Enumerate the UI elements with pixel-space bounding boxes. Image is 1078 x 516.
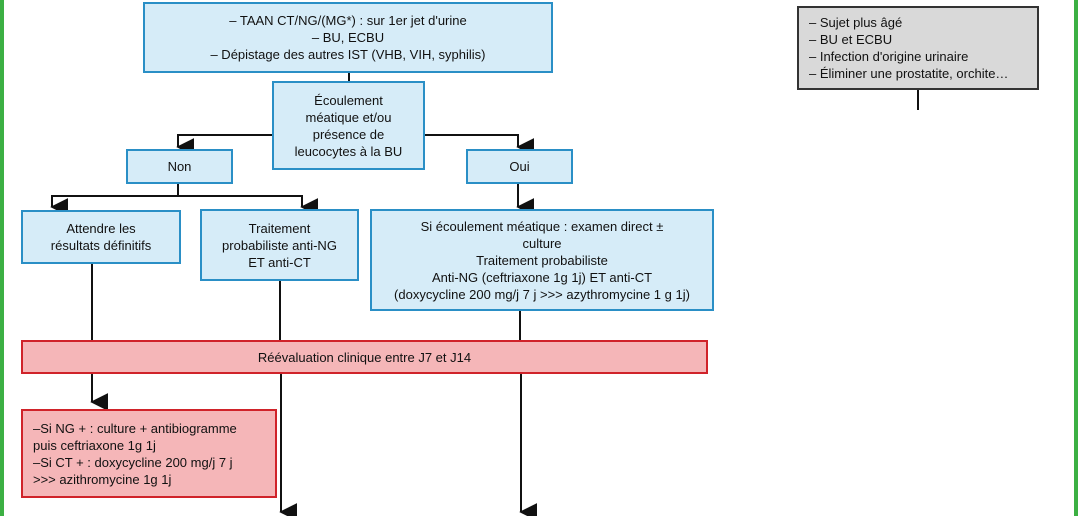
probabilistic-treatment-line: probabiliste anti-NG — [222, 237, 337, 253]
older-subject-line: – Sujet plus âgé — [809, 15, 903, 30]
probabilistic-treatment-line: Traitement — [248, 220, 311, 236]
connector-question-to-yes — [425, 134, 535, 156]
connector-question-to-no — [176, 134, 272, 156]
older-subject-line: – Éliminer une prostatite, orchite… — [809, 66, 1009, 81]
yes-treatment-line: Anti-NG (ceftriaxone 1g 1j) ET anti-CT — [431, 269, 653, 285]
discharge-question-line: présence de — [312, 126, 385, 142]
results-treatment-line: –Si NG + : culture + antibiogramme — [33, 420, 237, 436]
no-branch-label: Non — [167, 159, 192, 174]
results-treatment-line: –Si CT + : doxycycline 200 mg/j 7 j — [33, 454, 233, 470]
discharge-question-line: Écoulement — [314, 92, 383, 108]
yes-treatment-line: Traitement probabiliste — [476, 252, 608, 268]
reevaluation-label: Réévaluation clinique entre J7 et J14 — [257, 349, 472, 365]
initial-tests-box: – TAAN CT/NG/(MG*) : sur 1er jet d'urine… — [143, 2, 553, 73]
wait-results-line: Attendre les — [66, 221, 136, 236]
initial-tests-line: – Dépistage des autres IST (VHB, VIH, sy… — [210, 47, 486, 62]
right-frame-border — [1074, 0, 1078, 516]
no-branch-box: Non — [126, 149, 233, 184]
discharge-question-line: méatique et/ou — [305, 109, 392, 125]
connector-no-to-treatment — [178, 195, 319, 216]
left-frame-border — [0, 0, 4, 516]
yes-treatment-line: Si écoulement méatique : examen direct ± — [420, 218, 664, 234]
discharge-question-line: leucocytes à la BU — [294, 143, 403, 159]
discharge-question-box: Écoulement méatique et/ou présence de le… — [272, 81, 425, 170]
yes-branch-label: Oui — [509, 159, 530, 174]
older-subject-line: – BU et ECBU — [809, 32, 893, 47]
probabilistic-treatment-box: Traitement probabiliste anti-NG ET anti-… — [200, 209, 359, 281]
results-treatment-line: >>> azithromycine 1g 1j — [33, 471, 172, 487]
results-treatment-line: puis ceftriaxone 1g 1j — [33, 437, 156, 453]
wait-results-line: résultats définitifs — [50, 238, 152, 253]
reevaluation-box: Réévaluation clinique entre J7 et J14 — [21, 340, 708, 374]
yes-treatment-line: (doxycycline 200 mg/j 7 j >>> azythromyc… — [394, 286, 690, 302]
wait-results-box: Attendre les résultats définitifs — [21, 210, 181, 264]
yes-branch-box: Oui — [466, 149, 573, 184]
results-treatment-box: –Si NG + : culture + antibiogramme puis … — [21, 409, 277, 498]
yes-treatment-line: culture — [522, 235, 562, 251]
older-subject-line: – Infection d'origine urinaire — [809, 49, 969, 64]
older-subject-box: – Sujet plus âgé – BU et ECBU – Infectio… — [797, 6, 1039, 90]
probabilistic-treatment-line: ET anti-CT — [248, 254, 311, 270]
yes-treatment-box: Si écoulement méatique : examen direct ±… — [370, 209, 714, 311]
initial-tests-line: – TAAN CT/NG/(MG*) : sur 1er jet d'urine — [229, 13, 467, 28]
initial-tests-line: – BU, ECBU — [311, 30, 385, 45]
connector-no-to-wait — [50, 195, 178, 216]
